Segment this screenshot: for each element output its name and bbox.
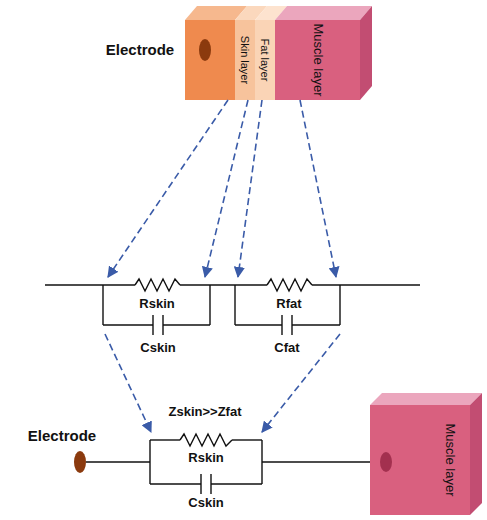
muscle-block bbox=[370, 393, 482, 515]
component-label: Cskin bbox=[140, 341, 175, 355]
layer-label: Fat layer bbox=[259, 39, 271, 82]
impedance-note: Zskin>>Zfat bbox=[169, 405, 242, 419]
rc-circuit bbox=[45, 279, 420, 335]
electrode-label: Electrode bbox=[28, 428, 96, 445]
tissue-block bbox=[185, 6, 372, 100]
electrode-symbol bbox=[74, 451, 86, 473]
component-label: Cskin bbox=[188, 496, 223, 510]
component-label: Rskin bbox=[139, 297, 174, 311]
component-label: Cfat bbox=[274, 341, 299, 355]
component-label: Rfat bbox=[276, 297, 301, 311]
layer-label: Muscle layer bbox=[443, 424, 457, 497]
component-label: Rskin bbox=[188, 451, 223, 465]
electrode-label: Electrode bbox=[106, 42, 174, 59]
simplified-circuit bbox=[86, 434, 380, 494]
layer-label: Skin layer bbox=[239, 36, 251, 84]
layer-label: Muscle layer bbox=[311, 24, 325, 97]
dashed-arrows bbox=[105, 100, 340, 432]
